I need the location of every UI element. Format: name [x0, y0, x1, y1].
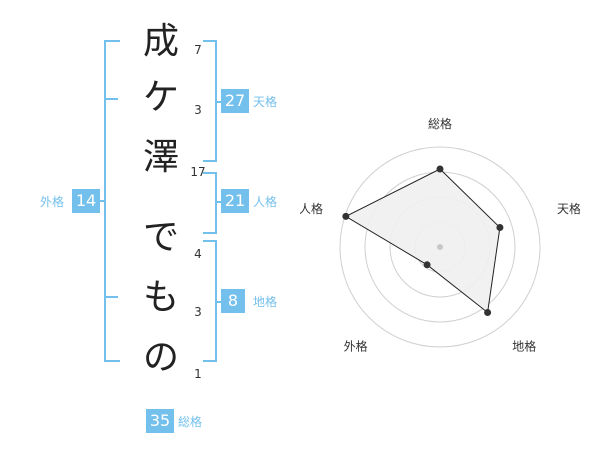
chikaku-badge: 8 — [221, 289, 245, 313]
radar-point-4 — [423, 261, 431, 269]
radar-point-2 — [496, 224, 504, 232]
name-char-1: 成 — [142, 21, 179, 62]
name-char-4: で — [142, 217, 179, 258]
radar-axis-label: 外格 — [344, 339, 368, 354]
radar-polygon — [344, 168, 501, 314]
gaikaku-bracket — [104, 40, 120, 362]
gaikaku-connector — [98, 200, 106, 202]
radar-axis-label: 総格 — [428, 116, 452, 131]
radar-point-1 — [436, 165, 444, 173]
soukaku-label: 総格 — [178, 415, 203, 429]
chikaku-connector — [215, 301, 223, 303]
radar-axis-label: 人格 — [300, 201, 323, 216]
radar-point-5 — [342, 212, 350, 220]
tenkaku-connector — [215, 101, 223, 103]
bracket-tick — [104, 296, 118, 298]
radar-axis-label: 地格 — [512, 339, 536, 354]
jinkaku-connector — [215, 201, 223, 203]
soukaku-badge: 35 — [146, 409, 174, 433]
radar-axis-label: 天格 — [557, 201, 580, 216]
gaikaku-badge: 14 — [72, 189, 100, 213]
stroke-count-3: 17 — [190, 165, 206, 179]
tenkaku-label: 天格 — [253, 95, 278, 109]
radar-center-dot — [437, 244, 443, 250]
name-char-6: の — [142, 337, 179, 378]
chikaku-label: 地格 — [253, 295, 278, 309]
stroke-count-2: 3 — [194, 103, 202, 117]
bracket-tick — [104, 98, 118, 100]
stroke-count-4: 4 — [194, 247, 202, 261]
stroke-count-6: 1 — [194, 367, 202, 381]
stroke-count-1: 7 — [194, 43, 202, 57]
radar-point-3 — [484, 309, 492, 317]
jinkaku-badge: 21 — [221, 189, 249, 213]
jinkaku-bracket — [203, 172, 217, 234]
stroke-count-5: 3 — [194, 305, 202, 319]
tenkaku-badge: 27 — [221, 89, 249, 113]
jinkaku-label: 人格 — [253, 195, 278, 209]
gaikaku-label: 外格 — [40, 195, 65, 209]
name-char-2: ケ — [142, 77, 179, 118]
name-char-5: も — [142, 277, 179, 318]
name-char-3: 澤 — [142, 137, 179, 178]
